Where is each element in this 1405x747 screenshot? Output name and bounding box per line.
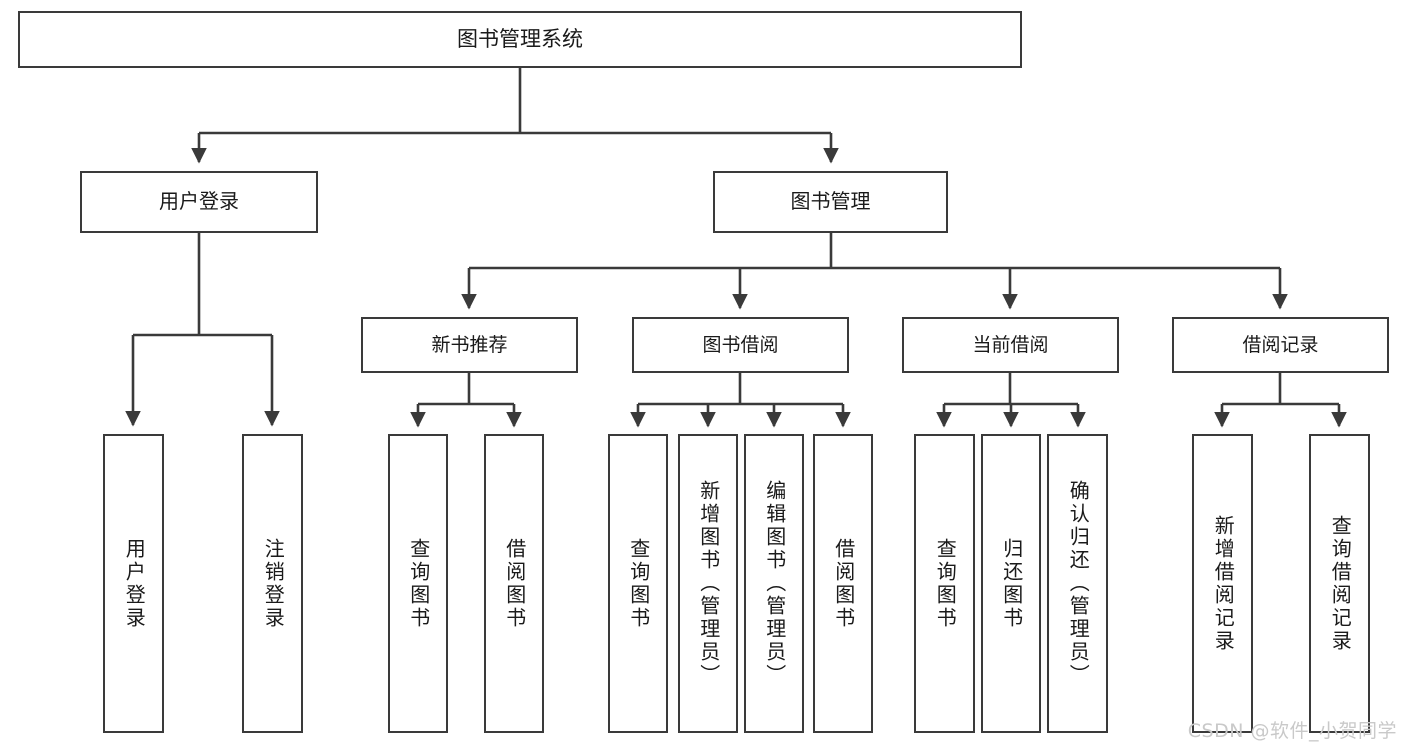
node-leaf-confirm-return-admin-label: 确认归还（管理员） [1066,480,1091,687]
node-user-login-label: 用户登录 [159,189,239,214]
node-leaf-borrow-book-2-label: 借阅图书 [831,537,856,630]
node-leaf-query-book-3[interactable]: 查询图书 [914,434,975,733]
node-leaf-borrow-book-1[interactable]: 借阅图书 [484,434,544,733]
node-leaf-confirm-return-admin[interactable]: 确认归还（管理员） [1047,434,1108,733]
node-leaf-logout-label: 注销登录 [261,537,286,630]
node-leaf-borrow-book-2[interactable]: 借阅图书 [813,434,873,733]
node-book-borrow[interactable]: 图书借阅 [632,317,849,373]
node-leaf-add-book-admin-label: 新增图书（管理员） [696,480,721,687]
node-leaf-return-book[interactable]: 归还图书 [981,434,1041,733]
node-leaf-return-book-label: 归还图书 [999,537,1024,630]
node-root[interactable]: 图书管理系统 [18,11,1022,68]
node-leaf-add-borrow-record[interactable]: 新增借阅记录 [1192,434,1253,733]
node-leaf-add-borrow-record-label: 新增借阅记录 [1211,514,1236,653]
node-borrow-record[interactable]: 借阅记录 [1172,317,1389,373]
node-root-label: 图书管理系统 [457,27,583,52]
node-current-borrow[interactable]: 当前借阅 [902,317,1119,373]
node-leaf-query-book-2[interactable]: 查询图书 [608,434,668,733]
node-new-book-recommend-label: 新书推荐 [431,333,508,356]
node-borrow-record-label: 借阅记录 [1242,333,1319,356]
node-book-borrow-label: 图书借阅 [702,333,779,356]
node-book-manage[interactable]: 图书管理 [713,171,948,233]
node-current-borrow-label: 当前借阅 [972,333,1049,356]
node-leaf-add-book-admin[interactable]: 新增图书（管理员） [678,434,738,733]
node-leaf-user-login[interactable]: 用户登录 [103,434,164,733]
csdn-watermark: CSDN @软件_小贺同学 [1187,720,1397,742]
node-book-manage-label: 图书管理 [790,189,871,214]
node-leaf-query-borrow-record[interactable]: 查询借阅记录 [1309,434,1370,733]
node-new-book-recommend[interactable]: 新书推荐 [361,317,578,373]
node-leaf-query-book-1[interactable]: 查询图书 [388,434,448,733]
node-leaf-query-book-2-label: 查询图书 [626,537,651,630]
node-leaf-edit-book-admin[interactable]: 编辑图书（管理员） [744,434,804,733]
node-user-login[interactable]: 用户登录 [80,171,318,233]
node-leaf-query-book-3-label: 查询图书 [933,537,958,630]
node-leaf-query-book-1-label: 查询图书 [406,537,431,630]
node-leaf-edit-book-admin-label: 编辑图书（管理员） [762,480,787,687]
node-leaf-logout[interactable]: 注销登录 [242,434,303,733]
node-leaf-query-borrow-record-label: 查询借阅记录 [1328,514,1353,653]
node-leaf-borrow-book-1-label: 借阅图书 [502,537,527,630]
node-leaf-user-login-label: 用户登录 [122,537,147,630]
